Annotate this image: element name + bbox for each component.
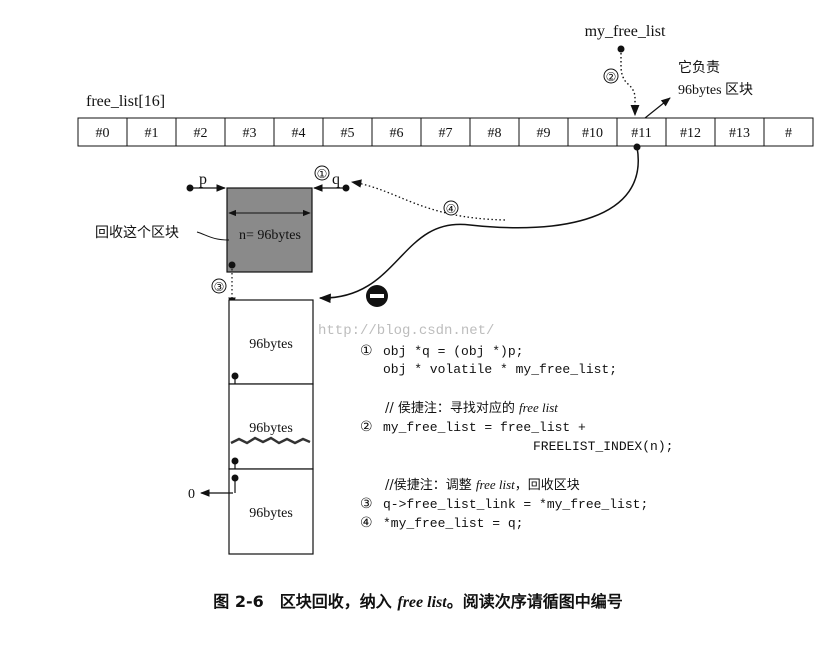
- chunk-tear-edge: [230, 436, 311, 445]
- code-line-4: FREELIST_INDEX(n);: [533, 439, 673, 454]
- null-label: 0: [188, 487, 195, 502]
- chunk-block: [228, 468, 314, 555]
- slot-cell: [616, 117, 667, 147]
- slot-cell: [371, 117, 422, 147]
- slot-cell: [714, 117, 765, 147]
- step-4-arrow: [350, 179, 506, 221]
- slot-cell: [322, 117, 373, 147]
- slot-label: #0: [96, 126, 110, 141]
- step-1-number: ①: [317, 167, 328, 181]
- code-line-1: obj *q = (obj *)p;: [383, 344, 523, 359]
- slot-label: #13: [729, 126, 750, 141]
- step-3-number: ③: [214, 280, 225, 294]
- slot-label: #: [785, 126, 792, 141]
- code-line-6: *my_free_list = q;: [383, 516, 523, 531]
- step-4-number: ④: [446, 202, 457, 216]
- code-line-5-number: ③: [360, 496, 373, 512]
- slot-label: #3: [243, 126, 257, 141]
- chunk-block: [228, 383, 314, 470]
- recycled-block: [226, 187, 313, 273]
- responsible-note-arrow: [644, 97, 671, 119]
- slot-label: #10: [582, 126, 603, 141]
- slot-label: #6: [390, 126, 404, 141]
- slot-cell: [567, 117, 618, 147]
- code-line-3-number: ②: [360, 419, 373, 435]
- responsible-note-line2: 96bytes 区块: [678, 82, 753, 98]
- step-2-number: ②: [606, 70, 617, 84]
- responsible-note-line1: 它负责: [678, 59, 720, 76]
- slot-label: #7: [439, 126, 453, 141]
- slot-label: #12: [680, 126, 701, 141]
- code-block: ① obj *q = (obj *)p; obj * volatile * my…: [360, 343, 673, 531]
- removed-link-bar: [370, 294, 384, 298]
- my-free-list-label: my_free_list: [585, 23, 666, 40]
- code-comment-2: //侯捷注：调整 free list，回收区块: [385, 477, 580, 493]
- slot-label: #11: [631, 126, 651, 141]
- recycle-label-leader: [196, 231, 230, 241]
- chunk-label: 96bytes: [249, 421, 293, 436]
- block-size-label: n= 96bytes: [239, 228, 301, 243]
- figure-caption: 图 2-6 区块回收，纳入 free list。阅读次序请循图中编号: [213, 592, 622, 611]
- slot-cell: [175, 117, 226, 147]
- slot-label: #5: [341, 126, 355, 141]
- slot-label: #4: [292, 126, 306, 141]
- slot-label: #9: [537, 126, 551, 141]
- free-list-head-arrow: [318, 146, 640, 304]
- step-1-marker: [314, 165, 330, 181]
- step-4-marker: [443, 200, 459, 216]
- code-line-1-number: ①: [360, 343, 373, 359]
- watermark: http://blog.csdn.net/: [318, 323, 494, 339]
- slot-label: #1: [145, 126, 159, 141]
- chunk-block: [228, 299, 314, 385]
- chunk-label: 96bytes: [249, 506, 293, 521]
- my-free-list-arrow: [620, 49, 640, 117]
- slot-cell: [77, 117, 128, 147]
- p-label: p: [199, 171, 207, 188]
- code-line-5: q->free_list_link = *my_free_list;: [383, 497, 648, 512]
- slot-cell: [224, 117, 275, 147]
- slot-cell: [273, 117, 324, 147]
- recycle-label: 回收这个区块: [95, 224, 179, 241]
- code-line-6-number: ④: [360, 515, 373, 531]
- free-list-array: #0 #1 #2 #3 #4 #5 #6 #7 #8 #9 #10 #11 #12 #13 #: [77, 117, 814, 147]
- chunk-column: 96bytes 96bytes 96bytes: [228, 299, 314, 555]
- q-label: q: [332, 171, 340, 188]
- slot-cell: [518, 117, 569, 147]
- code-line-3: my_free_list = free_list +: [383, 420, 586, 435]
- code-comment-1: // 侯捷注：寻找对应的 free list: [385, 400, 558, 416]
- slot-label: #2: [194, 126, 208, 141]
- slot-cell: [420, 117, 471, 147]
- step-2-marker: [603, 68, 619, 84]
- slot-label: #8: [488, 126, 502, 141]
- slot-11-dot: [633, 143, 641, 151]
- free-list-title: free_list[16]: [86, 93, 165, 110]
- chunk-label: 96bytes: [249, 337, 293, 352]
- slot-cell: [763, 117, 814, 147]
- code-line-2: obj * volatile * my_free_list;: [383, 362, 617, 377]
- step-3-marker: [211, 278, 227, 294]
